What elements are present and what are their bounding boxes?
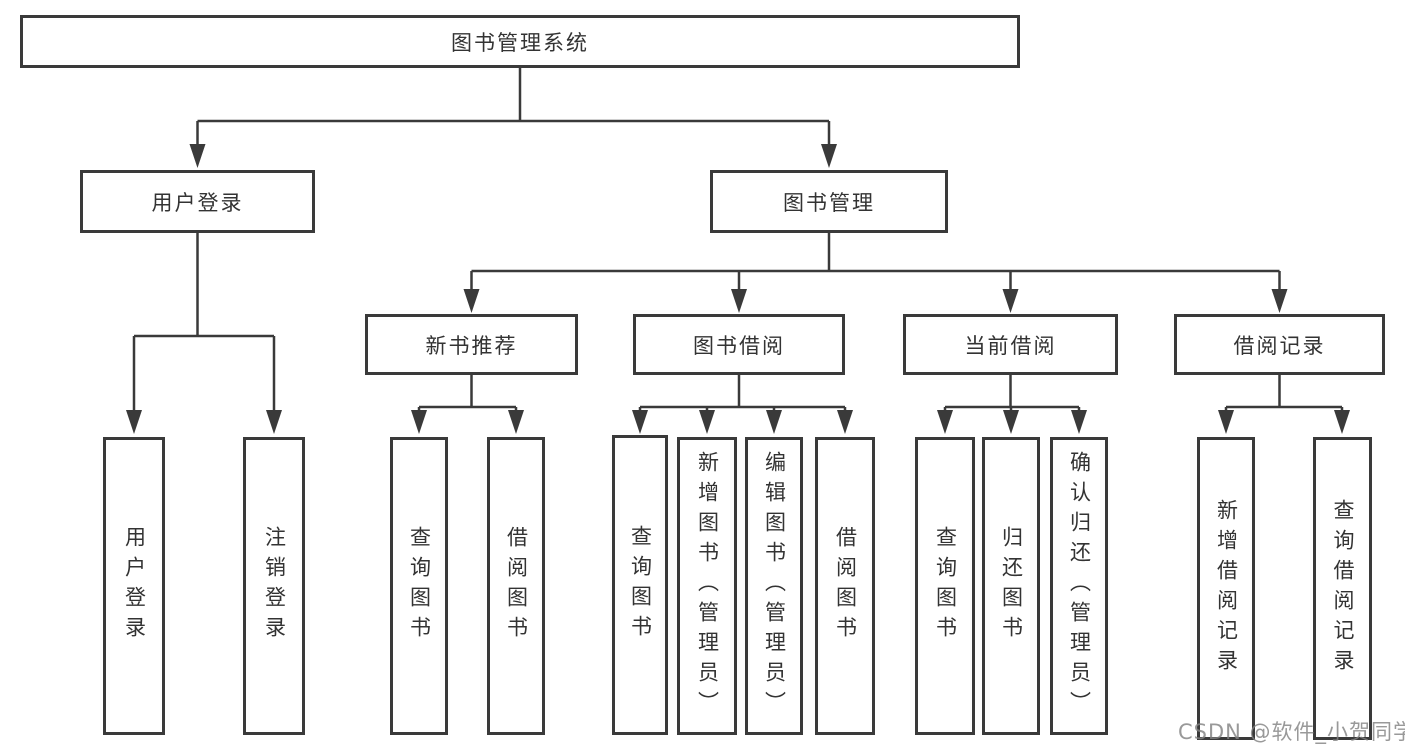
leaf-confirm-return-admin: 确认归还（管理员） [1050,437,1108,735]
arrowhead [1218,410,1234,434]
arrowhead [463,289,480,313]
node-label: 新书推荐 [425,333,518,358]
leaf-logout: 注销登录 [243,437,305,735]
connector-root-to-level2 [196,68,831,146]
arrowhead [1334,410,1350,434]
node-book-management: 图书管理 [710,170,948,233]
arrowhead [766,410,782,434]
arrowhead [1271,289,1288,313]
connector-bookmgmt-branch [470,233,1281,291]
node-library-management-system: 图书管理系统 [20,15,1020,68]
leaf-query-books-recommendation: 查询图书 [390,437,448,735]
arrowhead [266,410,282,434]
arrowhead [632,410,648,434]
node-label: 用户登录 [122,526,147,646]
node-label: 查询图书 [628,525,653,645]
node-label: 用户登录 [151,190,244,215]
leaf-query-books-current: 查询图书 [915,437,975,735]
arrowhead [1003,410,1019,434]
leaf-borrow-books-recommendation: 借阅图书 [487,437,545,735]
leaf-add-book-admin: 新增图书（管理员） [677,437,737,735]
connector-userlogin-branch [132,233,276,412]
leaf-borrow-books-borrowing: 借阅图书 [815,437,875,735]
node-label: 编辑图书（管理员） [762,451,787,721]
node-borrowing-records: 借阅记录 [1174,314,1385,375]
node-label: 查询借阅记录 [1331,498,1355,679]
connector-borrowrecords-branch [1224,375,1344,411]
node-label: 查询图书 [933,526,958,646]
leaf-add-borrow-record: 新增借阅记录 [1197,437,1255,740]
node-label: 当前借阅 [964,333,1057,358]
node-user-login: 用户登录 [80,170,315,233]
arrowhead [699,410,715,434]
arrowhead [126,410,142,434]
arrowhead [1002,289,1019,313]
node-label: 确认归还（管理员） [1067,451,1092,721]
leaf-return-book: 归还图书 [982,437,1040,735]
leaf-query-books-borrowing: 查询图书 [612,435,668,735]
node-label: 借阅图书 [833,526,858,646]
node-label: 新增借阅记录 [1214,498,1239,679]
connector-currentborrow-branch [943,375,1081,411]
node-label: 借阅记录 [1233,333,1326,358]
node-label: 图书借阅 [693,333,785,358]
node-current-borrowing: 当前借阅 [903,314,1118,375]
arrowhead [1071,410,1087,434]
node-label: 图书管理系统 [451,30,589,55]
leaf-edit-book-admin: 编辑图书（管理员） [745,437,803,735]
leaf-user-login: 用户登录 [103,437,165,735]
arrowhead [821,144,837,168]
node-label: 借阅图书 [504,526,529,646]
node-label: 注销登录 [262,526,287,646]
node-book-borrowing: 图书借阅 [633,314,845,375]
node-label: 新增图书（管理员） [695,451,720,721]
leaf-query-borrow-record: 查询借阅记录 [1313,437,1372,740]
arrowhead [837,410,853,434]
arrowhead [411,410,427,434]
node-label: 查询图书 [407,526,432,646]
arrowhead [189,144,206,168]
node-new-book-recommendation: 新书推荐 [365,314,578,375]
arrowhead [937,410,953,434]
arrowhead [731,289,747,313]
csdn-watermark: CSDN @软件_小贺同学 [1178,720,1405,744]
node-label: 图书管理 [783,190,875,215]
connector-bookborrow-branch [638,375,847,411]
arrowhead [508,410,524,434]
connector-newbookrec-branch [417,375,518,411]
node-label: 归还图书 [999,526,1024,646]
